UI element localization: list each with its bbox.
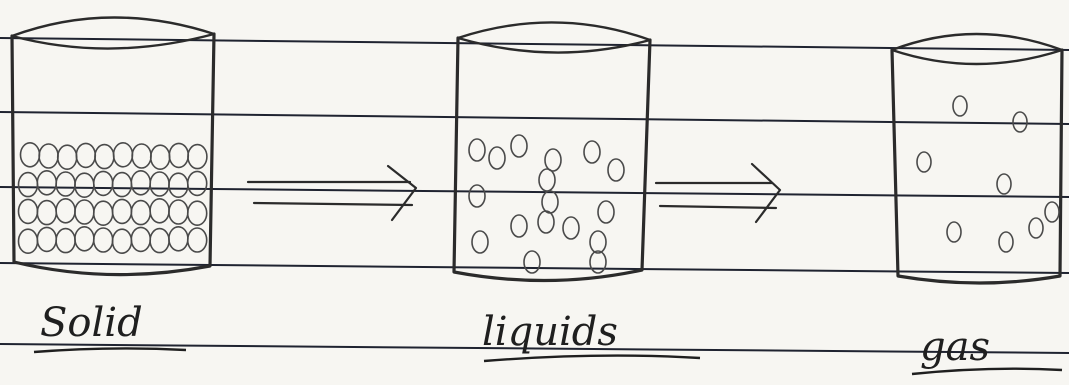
particle: [151, 145, 170, 169]
particle: [469, 139, 485, 161]
particle: [472, 231, 488, 253]
arrow-solid-to-liquid: [248, 166, 416, 220]
particle: [590, 231, 606, 253]
particle: [37, 201, 56, 225]
particle: [19, 173, 38, 197]
gas-particles: [917, 96, 1059, 252]
particle: [188, 171, 207, 195]
particle: [169, 200, 188, 224]
particle: [75, 200, 94, 224]
particle: [489, 147, 505, 169]
particle: [542, 191, 558, 213]
state-label-solid: Solid: [40, 300, 143, 346]
particle: [608, 159, 624, 181]
particle: [169, 173, 188, 197]
particle: [953, 96, 967, 116]
particle: [524, 251, 540, 273]
arrow-head: [388, 166, 416, 220]
gas-container: [892, 34, 1062, 283]
particle: [113, 199, 132, 223]
particle: [76, 143, 95, 167]
particle: [37, 171, 56, 195]
ruled-line: [0, 112, 1069, 124]
particle: [545, 149, 561, 171]
particle: [113, 229, 132, 253]
state-label-liquid: liquids: [482, 309, 618, 355]
particle: [999, 232, 1013, 252]
particle: [150, 172, 169, 196]
particle: [113, 173, 132, 197]
particle: [1045, 202, 1059, 222]
particle: [584, 141, 600, 163]
particle: [56, 172, 75, 196]
particle: [511, 135, 527, 157]
particle: [469, 185, 485, 207]
particle: [19, 229, 38, 253]
particle: [169, 143, 188, 167]
particle: [114, 143, 133, 167]
particle: [511, 215, 527, 237]
particle: [94, 171, 113, 195]
particle: [131, 171, 150, 195]
particle: [39, 144, 58, 168]
particle: [94, 201, 113, 225]
particle: [131, 227, 150, 251]
particle: [56, 229, 75, 253]
particle: [169, 227, 188, 251]
particle: [590, 251, 606, 273]
particle: [132, 144, 151, 168]
particle: [56, 199, 75, 223]
particle: [1013, 112, 1027, 132]
particle: [131, 201, 150, 225]
particle: [188, 201, 207, 225]
state-label-gas: gas: [920, 324, 990, 370]
liquid-particles: [469, 135, 624, 273]
particle: [37, 227, 56, 251]
particle: [150, 229, 169, 253]
particle: [598, 201, 614, 223]
particle: [188, 228, 207, 252]
container-rim: [458, 22, 650, 40]
solid-particles: [19, 143, 207, 253]
liquid-container: [454, 22, 650, 280]
particle: [95, 145, 114, 169]
label-underline: [484, 356, 700, 361]
particle: [188, 145, 207, 169]
container-outline: [454, 38, 650, 281]
arrow-head: [752, 164, 780, 222]
arrow-shaft: [660, 206, 776, 208]
particle: [19, 199, 38, 223]
particle: [563, 217, 579, 239]
container-rim: [12, 34, 214, 49]
container-rim: [892, 50, 1062, 64]
particle: [538, 211, 554, 233]
solid-container: [12, 17, 214, 274]
particle: [1029, 218, 1043, 238]
particle: [997, 174, 1011, 194]
particle: [539, 169, 555, 191]
particle: [75, 173, 94, 197]
particle: [150, 199, 169, 223]
particle: [947, 222, 961, 242]
label-underline: [34, 348, 186, 352]
particle: [94, 228, 113, 252]
particle: [21, 143, 40, 167]
particle: [917, 152, 931, 172]
particle: [75, 227, 94, 251]
particle: [58, 145, 77, 169]
arrow-shaft: [254, 203, 412, 205]
container-rim: [12, 17, 214, 36]
